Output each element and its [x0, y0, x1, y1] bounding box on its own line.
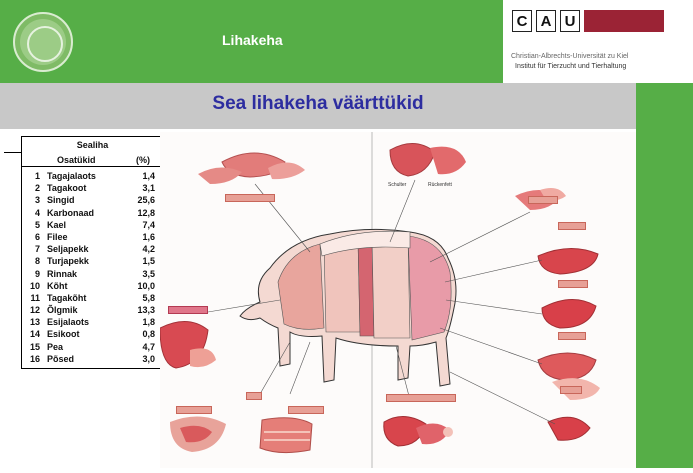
- cut-small-label: Rückenfett: [428, 182, 452, 188]
- cut-name: Singid: [47, 194, 75, 206]
- header-bar: Lihakeha: [0, 0, 503, 83]
- row-number: 9: [22, 268, 40, 280]
- cut-name: Kael: [47, 219, 66, 231]
- table-row: 16 Põsed 3,0: [22, 353, 163, 365]
- table-row: 2 Tagakoot 3,1: [22, 182, 163, 194]
- cut-percent: 12,8: [129, 207, 155, 219]
- table-row: 6 Filee 1,6: [22, 231, 163, 243]
- cut-name: Tagakoot: [47, 182, 86, 194]
- cut-name: Tagajalaots: [47, 170, 96, 182]
- cut-percent: 1,5: [129, 255, 155, 267]
- table-row: 7 Seljapekk 4,2: [22, 243, 163, 255]
- cau-logo-area: C A U Christian-Albrechts-Universität zu…: [503, 0, 693, 83]
- cau-red-bar: [584, 10, 664, 32]
- cut-name: Seljapekk: [47, 243, 89, 255]
- cut-percent: 5,8: [129, 292, 155, 304]
- cau-logo: C A U: [512, 10, 664, 32]
- cut-name: Pea: [47, 341, 63, 353]
- row-number: 1: [22, 170, 40, 182]
- table-row: 15 Pea 4,7: [22, 341, 163, 353]
- cau-letter: C: [512, 10, 532, 32]
- cut-label-tag: [528, 196, 558, 204]
- university-name: Christian-Albrechts-Universität zu Kiel: [511, 53, 628, 60]
- cut-name: Filee: [47, 231, 68, 243]
- institute-name: Institut für Tierzucht und Tierhaltung: [515, 63, 626, 70]
- row-number: 15: [22, 341, 40, 353]
- cut-percent: 3,5: [129, 268, 155, 280]
- row-number: 3: [22, 194, 40, 206]
- row-number: 12: [22, 304, 40, 316]
- cau-letter: U: [560, 10, 580, 32]
- title-band: Sea lihakeha väärttükid: [0, 83, 636, 129]
- column-header-name: Osatükid: [57, 155, 96, 165]
- cut-label-tag: [386, 394, 456, 402]
- cut-label-tag: [560, 386, 582, 394]
- pig-cuts-diagram: Schulter Rückenfett: [160, 132, 636, 468]
- right-green-bar: [636, 83, 693, 468]
- divider-tick: [4, 152, 22, 153]
- table-row: 8 Turjapekk 1,5: [22, 255, 163, 267]
- cut-label-tag: [558, 222, 586, 230]
- cut-percent: 4,7: [129, 341, 155, 353]
- row-number: 16: [22, 353, 40, 365]
- table-row: 4 Karbonaad 12,8: [22, 207, 163, 219]
- row-number: 8: [22, 255, 40, 267]
- cut-percent: 3,0: [129, 353, 155, 365]
- cut-percent: 4,2: [129, 243, 155, 255]
- table-row: 11 Tagakõht 5,8: [22, 292, 163, 304]
- cut-percent: 3,1: [129, 182, 155, 194]
- table-header: Osatükid (%): [22, 155, 163, 167]
- cut-percent: 10,0: [129, 280, 155, 292]
- cut-label-tag: [558, 332, 586, 340]
- cut-name: Esijalaots: [47, 316, 89, 328]
- cut-label-tag: [225, 194, 275, 202]
- cut-label-tag: [558, 280, 588, 288]
- row-number: 5: [22, 219, 40, 231]
- table-row: 5 Kael 7,4: [22, 219, 163, 231]
- cut-percent: 1,4: [129, 170, 155, 182]
- cut-percent: 1,6: [129, 231, 155, 243]
- slide-title: Sea lihakeha väärttükid: [0, 93, 636, 115]
- table-row: 1 Tagajalaots 1,4: [22, 170, 163, 182]
- table-row: 13 Esijalaots 1,8: [22, 316, 163, 328]
- cut-name: Rinnak: [47, 268, 77, 280]
- cut-name: Karbonaad: [47, 207, 94, 219]
- cut-name: Turjapekk: [47, 255, 89, 267]
- table-row: 9 Rinnak 3,5: [22, 268, 163, 280]
- table-title: Sealiha: [22, 140, 163, 150]
- row-number: 13: [22, 316, 40, 328]
- row-number: 7: [22, 243, 40, 255]
- cut-small-label: Schulter: [388, 182, 406, 188]
- cut-percent: 1,8: [129, 316, 155, 328]
- cut-name: Tagakõht: [47, 292, 86, 304]
- row-number: 2: [22, 182, 40, 194]
- cut-name: Õlgmik: [47, 304, 78, 316]
- cut-percent: 13,3: [129, 304, 155, 316]
- table-row: 12 Õlgmik 13,3: [22, 304, 163, 316]
- cut-label-tag: [246, 392, 262, 400]
- row-number: 14: [22, 328, 40, 340]
- cut-label-tag: [168, 306, 208, 314]
- row-number: 6: [22, 231, 40, 243]
- cut-label-tag: [176, 406, 212, 414]
- header-title: Lihakeha: [222, 32, 283, 48]
- cut-name: Põsed: [47, 353, 74, 365]
- table-row: 14 Esikoot 0,8: [22, 328, 163, 340]
- cut-label-tag: [288, 406, 324, 414]
- column-header-percent: (%): [136, 155, 150, 165]
- cut-name: Kõht: [47, 280, 68, 292]
- row-number: 11: [22, 292, 40, 304]
- table-row: 10 Kõht 10,0: [22, 280, 163, 292]
- cut-percent: 7,4: [129, 219, 155, 231]
- row-number: 4: [22, 207, 40, 219]
- row-number: 10: [22, 280, 40, 292]
- cau-letter: A: [536, 10, 556, 32]
- table-row: 3 Singid 25,6: [22, 194, 163, 206]
- cut-percent: 0,8: [129, 328, 155, 340]
- cut-percent: 25,6: [129, 194, 155, 206]
- institute-seal-logo: [13, 12, 73, 72]
- cut-name: Esikoot: [47, 328, 80, 340]
